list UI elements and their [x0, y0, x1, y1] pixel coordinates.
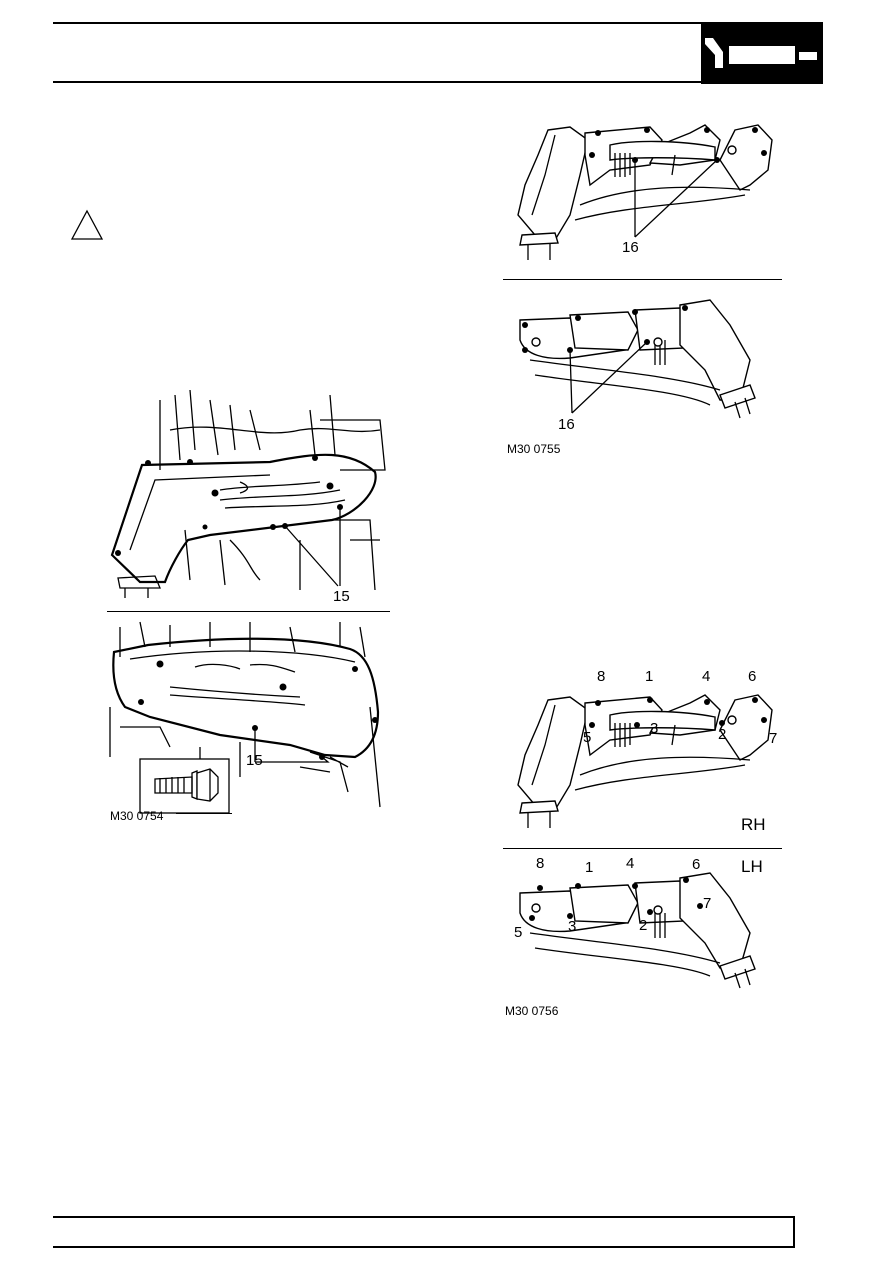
- manifold-rh-sequence-illustration: [517, 694, 773, 828]
- seq-rh-6: 6: [748, 668, 757, 685]
- footer-top-rule: [53, 1216, 795, 1218]
- seq-rh-5: 5: [583, 729, 592, 746]
- header-top-rule: [53, 22, 823, 24]
- seq-lh-5: 5: [514, 924, 523, 941]
- figure-divider: [503, 848, 782, 849]
- seq-rh-1: 1: [645, 668, 654, 685]
- footer-bottom-rule: [53, 1246, 795, 1248]
- seq-rh-2: 2: [718, 726, 727, 743]
- side-label-rh: RH: [741, 815, 766, 834]
- seq-rh-8: 8: [597, 668, 606, 685]
- seq-lh-1: 1: [585, 859, 594, 876]
- figure-id-underline: [176, 813, 232, 814]
- seq-rh-3: 3: [650, 720, 659, 737]
- heat-shield-lower-illustration: [109, 621, 381, 814]
- seq-lh-2: 2: [639, 917, 648, 934]
- seq-lh-3: 3: [568, 918, 577, 935]
- side-label-lh: LH: [741, 857, 763, 876]
- callout-15-lower: 15: [246, 752, 263, 769]
- manifold-lh-upper-illustration: [519, 299, 756, 419]
- figure-divider: [107, 611, 390, 612]
- seq-lh-8: 8: [536, 855, 545, 872]
- warning-triangle-icon: [70, 209, 104, 241]
- figure-id-m30-0756: M30 0756: [505, 1004, 559, 1018]
- seq-rh-7: 7: [769, 730, 778, 747]
- figure-divider: [503, 279, 782, 280]
- callout-16-upper: 16: [622, 239, 639, 256]
- manifold-rh-upper-illustration: [517, 124, 773, 260]
- callout-16-lower: 16: [558, 416, 575, 433]
- callout-15-upper: 15: [333, 588, 350, 605]
- seq-rh-4: 4: [702, 668, 711, 685]
- manifold-lh-sequence-illustration: [519, 872, 756, 989]
- figure-id-m30-0754: M30 0754: [110, 809, 164, 823]
- figure-id-m30-0755: M30 0755: [507, 442, 561, 456]
- section-tab-icon: [701, 22, 823, 84]
- seq-lh-6: 6: [692, 856, 701, 873]
- seq-lh-7: 7: [703, 895, 712, 912]
- seq-lh-4: 4: [626, 855, 635, 872]
- footer-end-rule: [793, 1216, 795, 1248]
- heat-shield-upper-illustration: [110, 389, 386, 598]
- header-bottom-rule: [53, 81, 701, 83]
